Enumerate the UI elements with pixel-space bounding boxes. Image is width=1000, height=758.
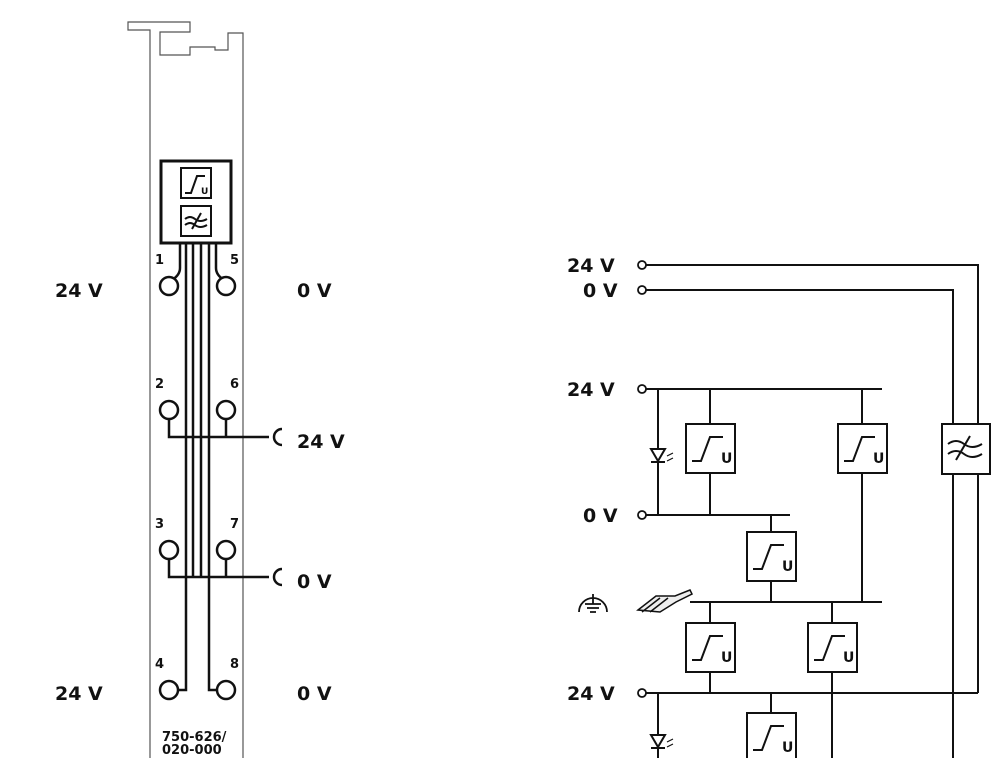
pin-3: 3 <box>155 517 164 532</box>
part-number-1: 750-626/ <box>162 730 227 745</box>
u-letter: U <box>843 650 854 666</box>
label-0v-bottom: 0 V <box>297 683 332 705</box>
u-letter: U <box>721 451 732 467</box>
part-number-2: 020-000 <box>162 743 222 758</box>
led-icon <box>649 734 674 749</box>
u-letter: U <box>782 740 793 756</box>
filter-icon <box>941 423 991 475</box>
pin-4: 4 <box>155 657 164 672</box>
schematic-label-24v-3: 24 V <box>567 683 615 705</box>
label-0v-mid: 0 V <box>297 571 332 593</box>
u-letter: U <box>782 559 793 575</box>
schematic-label-24v-2: 24 V <box>567 379 615 401</box>
module-wiring <box>167 243 283 692</box>
pin-6: 6 <box>230 377 239 392</box>
ground-icon <box>578 594 608 613</box>
filter-icon <box>180 205 212 237</box>
schematic-wiring <box>646 264 979 758</box>
surge-protection-icon <box>837 423 888 474</box>
surge-protection-icon <box>746 531 797 582</box>
u-letter: U <box>721 650 732 666</box>
pin-5: 5 <box>230 253 239 268</box>
label-0v-top: 0 V <box>297 280 332 302</box>
surge-protection-icon <box>807 622 858 673</box>
surge-protection-icon: U <box>180 167 212 199</box>
surge-protection-icon <box>685 423 736 474</box>
pin-1: 1 <box>155 253 164 268</box>
led-icon <box>649 448 674 463</box>
pin-7: 7 <box>230 517 239 532</box>
u-letter: U <box>201 187 208 197</box>
u-letter: U <box>873 451 884 467</box>
label-24v-mid: 24 V <box>297 431 345 453</box>
schematic-terminals <box>637 260 647 698</box>
surge-protection-icon <box>685 622 736 673</box>
module-housing <box>127 21 244 758</box>
schematic-label-0v-2: 0 V <box>583 505 618 527</box>
terminal-circles <box>158 275 237 701</box>
schematic-label-0v-1: 0 V <box>583 280 618 302</box>
din-rail-icon <box>636 589 694 613</box>
pin-2: 2 <box>155 377 164 392</box>
label-24v-bottom: 24 V <box>55 683 103 705</box>
pin-8: 8 <box>230 657 239 672</box>
schematic-label-24v-1: 24 V <box>567 255 615 277</box>
label-24v-top: 24 V <box>55 280 103 302</box>
surge-protection-icon <box>746 712 797 758</box>
